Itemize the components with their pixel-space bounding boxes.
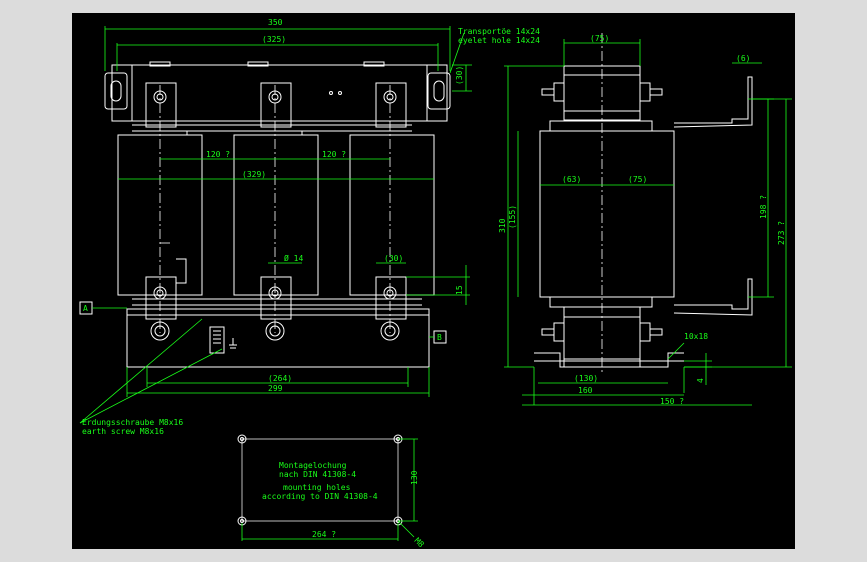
mounting-plate [241, 438, 399, 522]
earth-label-en: earth screw M8x16 [82, 427, 164, 436]
dim-130: (130) [574, 374, 598, 383]
dim-120-left: 120 ? [206, 150, 230, 159]
dim-329: (329) [242, 170, 266, 179]
dim-299: 299 [268, 384, 283, 393]
side-dimensions: (75) (6) (63) (75) 310 (155) 198 ? 273 ?… [498, 34, 792, 406]
dim-198: 198 ? [759, 195, 768, 219]
lifting-eyelet-left [104, 72, 128, 110]
dim-264-plate: 264 ? [312, 530, 336, 539]
top-yoke [111, 64, 448, 122]
dim-75-top: (75) [590, 34, 609, 43]
dim-120-right: 120 ? [322, 150, 346, 159]
side-view: (75) (6) (63) (75) 310 (155) 198 ? 273 ?… [498, 33, 792, 406]
transport-label-en: eyelet hole 14x24 [458, 36, 540, 45]
mount-label-de-2: nach DIN 41308-4 [279, 470, 356, 479]
dim-150: 150 ? [660, 397, 684, 406]
dim-75-mid: (75) [628, 175, 647, 184]
dim-273: 273 ? [777, 221, 786, 245]
front-dimensions: 350 (325) (30) Transportöe 14x24 eyelet … [79, 18, 540, 436]
side-coil [539, 130, 675, 298]
dim-350: 350 [268, 18, 283, 27]
base-frame [126, 308, 430, 368]
dim-63: (63) [562, 175, 581, 184]
dim-264: (264) [268, 374, 292, 383]
coil-middle [233, 134, 319, 296]
lower-terminals [145, 258, 407, 320]
dim-155: (155) [508, 205, 517, 229]
dim-10x18: 10x18 [684, 332, 708, 341]
dim-15: 15 [455, 285, 464, 295]
dim-m8: M8 [413, 536, 426, 549]
dim-4: 4 [696, 378, 705, 383]
dim-130-plate: 130 [410, 470, 419, 485]
upper-terminals [145, 82, 407, 128]
dim-310: 310 [498, 218, 507, 233]
lifting-eyelet-right [427, 72, 451, 110]
reactor-technical-drawing: 350 (325) (30) Transportöe 14x24 eyelet … [79, 18, 792, 549]
datum-b: B [437, 333, 442, 342]
dim-d14: Ø 14 [284, 253, 303, 263]
coils [117, 124, 435, 306]
transport-label-de: Transportöe 14x24 [458, 27, 540, 36]
earth-label-de: Erdungsschraube M8x16 [82, 418, 183, 427]
mounting-holes-view: Montagelochung nach DIN 41308-4 mounting… [237, 434, 426, 549]
mount-label-en-2: according to DIN 41308-4 [262, 492, 378, 501]
dim-160: 160 [578, 386, 593, 395]
drawing-sheet: 350 (325) (30) Transportöe 14x24 eyelet … [72, 13, 795, 549]
dim-6: (6) [736, 54, 750, 63]
datum-a: A [83, 304, 88, 313]
dim-30-terminal: (30) [384, 254, 403, 263]
dim-325: (325) [262, 35, 286, 44]
dim-30-top: (30) [455, 66, 464, 85]
mount-label-en-1: mounting holes [283, 483, 351, 492]
front-view: 350 (325) (30) Transportöe 14x24 eyelet … [79, 18, 540, 436]
mount-label-de-1: Montagelochung [279, 461, 347, 470]
